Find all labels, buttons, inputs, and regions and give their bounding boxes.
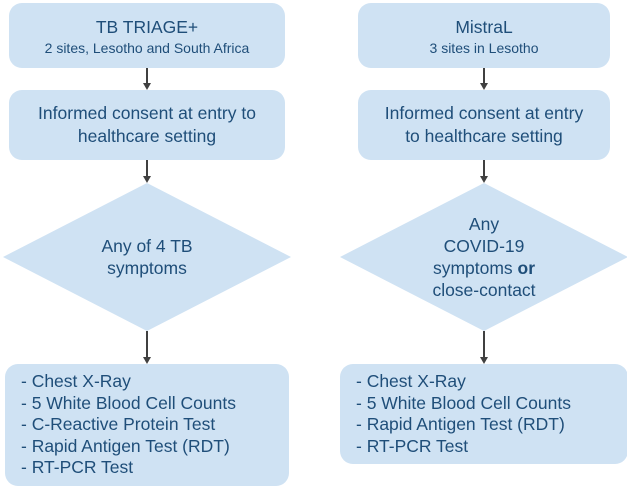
test-item: - C-Reactive Protein Test <box>21 414 216 434</box>
arrow-down-icon <box>480 68 488 90</box>
diamond-line: symptoms or <box>433 257 535 279</box>
diamond-line: Any <box>468 214 500 234</box>
arrow-head <box>480 357 488 364</box>
study-title: MistraL <box>455 16 513 37</box>
consent-line: Informed consent at entry to <box>38 103 256 123</box>
test-item: - Rapid Antigen Test (RDT) <box>21 435 230 456</box>
diamond-line: Any of 4 TB <box>101 236 193 256</box>
diamond-line: symptoms <box>107 258 187 278</box>
column-mistral: MistraL 3 sites in Lesotho Informed cons… <box>340 3 627 486</box>
arrow-shaft <box>483 160 485 176</box>
consent-box-tb-triage: Informed consent at entry to healthcare … <box>9 90 285 160</box>
test-item: - 5 White Blood Cell Counts <box>21 392 236 413</box>
arrow-down-icon <box>480 160 488 183</box>
arrow-shaft <box>483 68 485 83</box>
study-title: TB TRIAGE+ <box>95 16 199 37</box>
test-item: - Chest X-Ray <box>21 371 131 391</box>
arrow-shaft <box>483 331 485 357</box>
arrow-head <box>143 176 151 183</box>
study-sites: 2 sites, Lesotho and South Africa <box>44 39 250 56</box>
column-tb-triage: TB TRIAGE+ 2 sites, Lesotho and South Af… <box>3 3 291 486</box>
consent-line: to healthcare setting <box>405 126 563 146</box>
study-title-box-tb-triage: TB TRIAGE+ 2 sites, Lesotho and South Af… <box>9 3 285 68</box>
test-item: - Chest X-Ray <box>356 371 466 391</box>
arrow-shaft <box>146 68 148 83</box>
diamond-line: COVID-19 <box>443 236 525 256</box>
arrow-head <box>480 176 488 183</box>
arrow-head <box>480 83 488 90</box>
decision-diamond-tb-symptoms: Any of 4 TB symptoms <box>3 183 291 331</box>
consent-line: Informed consent at entry <box>384 103 584 123</box>
tests-box-tb-triage: - Chest X-Ray - 5 White Blood Cell Count… <box>5 364 289 486</box>
consent-box-mistral: Informed consent at entry to healthcare … <box>358 90 610 160</box>
diamond-line: close-contact <box>432 280 536 300</box>
arrow-down-icon <box>143 160 151 183</box>
arrow-down-icon <box>143 68 151 90</box>
test-item: - 5 White Blood Cell Counts <box>356 392 571 413</box>
arrow-head <box>143 83 151 90</box>
arrow-down-icon <box>143 331 151 364</box>
test-item: - RT-PCR Test <box>356 435 469 456</box>
diamond-line-text: symptoms <box>432 258 518 278</box>
arrow-head <box>143 357 151 364</box>
decision-diamond-covid-symptoms: Any COVID-19 symptoms or close-contact <box>340 183 627 331</box>
test-item: - Rapid Antigen Test (RDT) <box>356 414 565 434</box>
diamond-line-bold-text: or <box>517 258 536 278</box>
arrow-down-icon <box>480 331 488 364</box>
tests-box-mistral: - Chest X-Ray - 5 White Blood Cell Count… <box>340 364 627 464</box>
consent-line: healthcare setting <box>77 126 217 146</box>
study-title-box-mistral: MistraL 3 sites in Lesotho <box>358 3 610 68</box>
arrow-shaft <box>146 331 148 357</box>
arrow-shaft <box>146 160 148 176</box>
study-sites: 3 sites in Lesotho <box>429 39 539 56</box>
test-item: - RT-PCR Test <box>21 457 134 477</box>
